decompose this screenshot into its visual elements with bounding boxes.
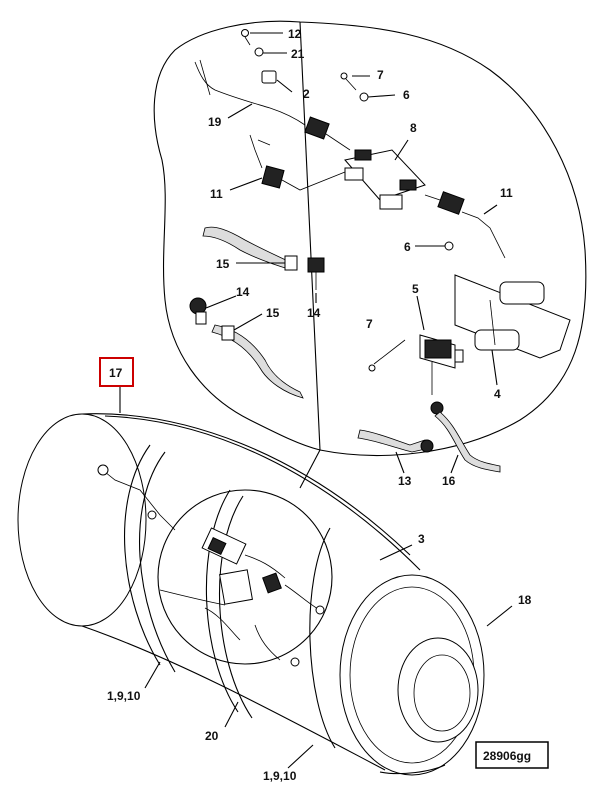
part-13-tube bbox=[357, 429, 434, 453]
part-6-washer-top bbox=[359, 92, 369, 102]
callout-2: 2 bbox=[303, 87, 310, 101]
callout-6-top: 6 bbox=[403, 88, 410, 102]
callout-21: 21 bbox=[291, 47, 305, 61]
callout-1-9-10-upper: 1,9,10 bbox=[107, 689, 141, 703]
callout-13: 13 bbox=[398, 474, 412, 488]
part-14-elbow-top bbox=[307, 257, 325, 290]
callout-14-top: 14 bbox=[307, 306, 321, 320]
part-2-clamp bbox=[261, 70, 277, 84]
part-4-mounting-plate bbox=[454, 274, 571, 359]
callout-17: 17 bbox=[109, 366, 123, 380]
detail-circle-components bbox=[97, 464, 325, 667]
callout-15-top: 15 bbox=[216, 257, 230, 271]
callout-17-highlight-box bbox=[99, 357, 134, 387]
part-11-sensor-left bbox=[249, 134, 346, 191]
callout-15-lower: 15 bbox=[266, 306, 280, 320]
part-8-bracket bbox=[344, 149, 426, 210]
callout-7-lower: 7 bbox=[366, 317, 373, 331]
callout-12: 12 bbox=[288, 27, 302, 41]
callout-5: 5 bbox=[412, 282, 419, 296]
part-5-pressure-sensor bbox=[419, 334, 464, 395]
part-7-screw-lower bbox=[368, 339, 406, 372]
callout-11-right: 11 bbox=[500, 186, 513, 200]
part-16-tube bbox=[430, 401, 501, 473]
callout-16: 16 bbox=[442, 474, 456, 488]
callout-19: 19 bbox=[208, 115, 222, 129]
callout-3: 3 bbox=[418, 532, 425, 546]
callout-11-left: 11 bbox=[210, 187, 223, 201]
callout-8: 8 bbox=[410, 121, 417, 135]
callout-14-left: 14 bbox=[236, 285, 250, 299]
reference-code-box bbox=[475, 741, 549, 769]
reference-code: 28906gg bbox=[483, 749, 531, 763]
detail-circle bbox=[157, 489, 333, 665]
callout-1-9-10-lower: 1,9,10 bbox=[263, 769, 297, 783]
callout-6-mid: 6 bbox=[404, 240, 411, 254]
part-11-sensor-right bbox=[424, 191, 506, 259]
callout-7-top: 7 bbox=[377, 68, 384, 82]
callout-18: 18 bbox=[518, 593, 532, 607]
leader-lines bbox=[119, 32, 513, 769]
part-19-sensor-harness bbox=[194, 59, 351, 151]
part-21-washer bbox=[254, 47, 264, 57]
part-14-fitting-left bbox=[189, 297, 207, 325]
part-12-bolt bbox=[241, 29, 251, 46]
part-7-screw-top bbox=[340, 72, 357, 91]
muffler-assembly bbox=[17, 413, 485, 776]
callout-4: 4 bbox=[494, 387, 501, 401]
part-15-hose-lower bbox=[211, 324, 304, 399]
callout-20: 20 bbox=[205, 729, 219, 743]
part-6-washer-mid bbox=[444, 241, 454, 251]
